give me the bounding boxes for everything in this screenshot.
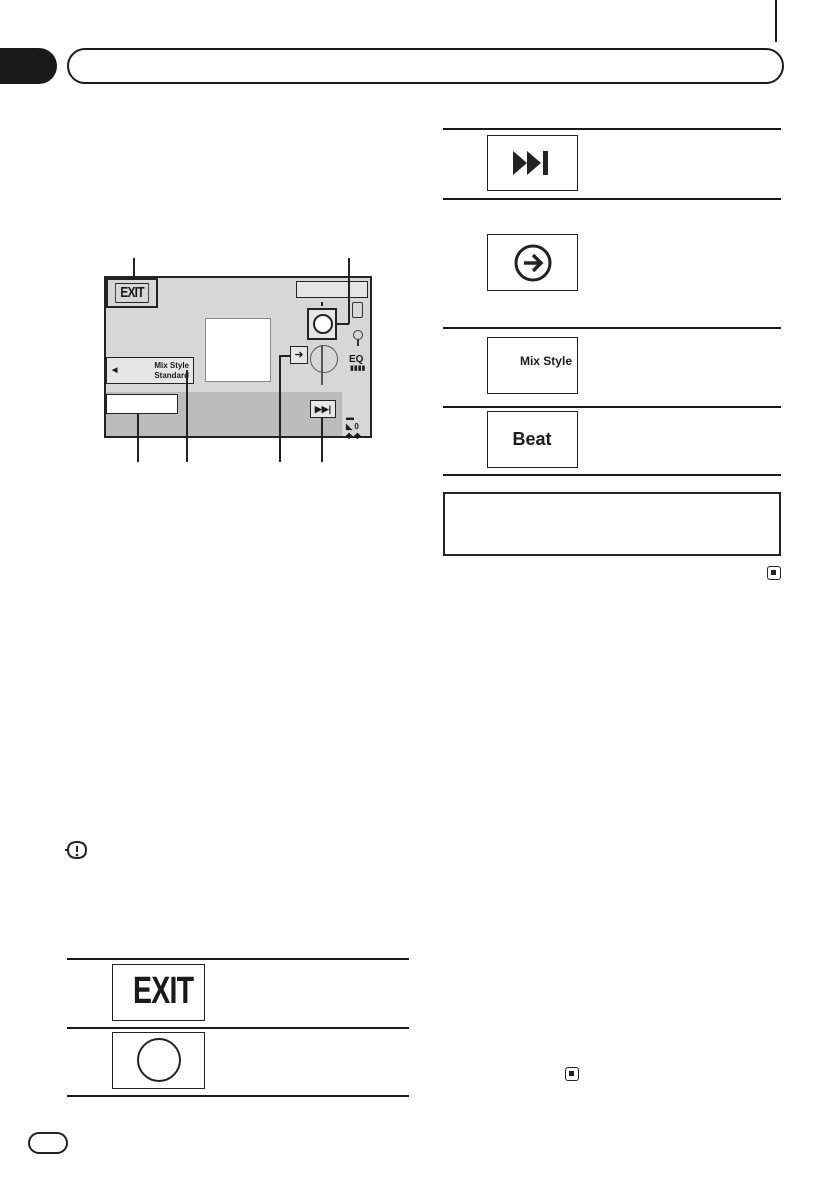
end-mark-icon (565, 1067, 579, 1081)
exit-button-label: EXIT (133, 970, 194, 1012)
mix-style-label: Mix Style (154, 361, 189, 370)
next-button-mini[interactable]: ▶▶| (310, 400, 336, 418)
bulb-icon (353, 330, 363, 340)
source-display (296, 281, 368, 298)
table-rule (67, 958, 409, 960)
circle-button[interactable] (112, 1032, 205, 1089)
note-box (443, 492, 781, 556)
circle-button-mini[interactable] (307, 308, 337, 340)
header-bar (67, 48, 784, 84)
mix-style-button-mini[interactable]: ◀ Mix Style Standard (106, 357, 194, 384)
section-tab (0, 48, 57, 84)
callout-3 (137, 414, 139, 462)
mix-style-value: Standard (154, 371, 189, 380)
callout-1 (133, 258, 135, 280)
status-icons: ▬◣ 0◆ ◆ (346, 413, 361, 440)
crop-mark (775, 0, 777, 42)
callout-5 (279, 355, 281, 462)
next-track-icon (513, 151, 548, 175)
ghost-circle (310, 345, 338, 373)
indicator-line (321, 345, 323, 385)
beat-button[interactable]: Beat (487, 411, 578, 468)
artwork-area (205, 318, 271, 382)
mix-style-button-label: Mix Style (519, 354, 572, 368)
callout-2 (348, 258, 350, 324)
exit-button-mini[interactable]: EXIT (106, 278, 158, 308)
table-rule (443, 128, 781, 130)
triangle-left-icon: ◀ (112, 367, 118, 374)
mix-style-button[interactable]: Mix Style (487, 337, 578, 394)
arrow-button[interactable] (487, 234, 578, 291)
beat-button-label: Beat (512, 429, 552, 449)
circle-icon (137, 1038, 181, 1082)
arrow-right-circle-icon (514, 244, 552, 282)
phone-icon (352, 302, 363, 318)
callout-5-h (279, 355, 291, 357)
important-icon (65, 840, 88, 860)
circle-icon (313, 314, 333, 334)
eq-bars-icon: ▮▮▮▮ (350, 365, 366, 372)
exit-button[interactable]: EXIT (112, 964, 205, 1021)
exit-label-mini: EXIT (115, 283, 149, 303)
screen-status-column (342, 392, 370, 436)
table-rule (443, 474, 781, 476)
table-rule (443, 406, 781, 408)
page-language-badge (28, 1132, 68, 1154)
arrow-right-icon: ➜ (294, 349, 304, 361)
callout-2-h (336, 323, 349, 325)
table-rule (67, 1095, 409, 1097)
callout-4 (186, 370, 188, 462)
blank-button-mini[interactable] (106, 394, 178, 414)
callout-6 (321, 418, 323, 462)
table-rule (67, 1027, 409, 1029)
table-rule (443, 198, 781, 200)
tick-mark (321, 302, 323, 306)
next-track-button[interactable] (487, 135, 578, 191)
arrow-button-mini[interactable]: ➜ (290, 346, 308, 364)
table-rule (443, 327, 781, 329)
bulb-stem (357, 340, 359, 346)
end-mark-icon (767, 566, 781, 580)
eq-icon: EQ (349, 354, 364, 365)
